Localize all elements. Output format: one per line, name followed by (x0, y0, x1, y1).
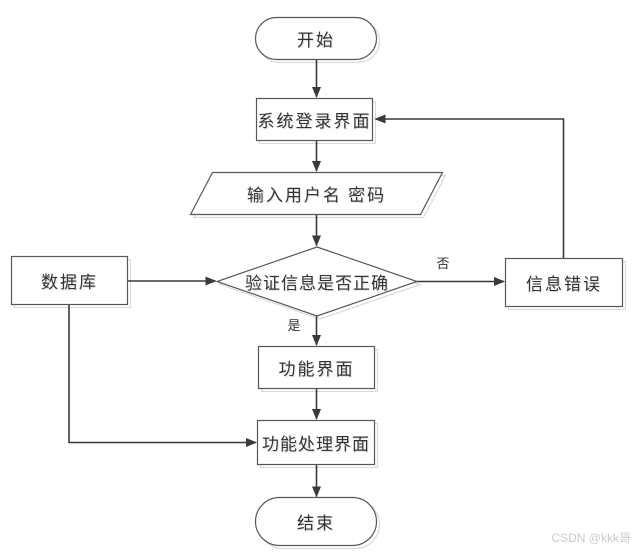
process-node-label: 功能处理界面 (262, 434, 370, 454)
process-node-shape (256, 419, 376, 466)
error-node-shape (504, 257, 624, 308)
decision-node-shape (215, 246, 419, 317)
error-node-label: 信息错误 (526, 275, 602, 294)
login-node-label: 系统登录界面 (257, 112, 372, 131)
end-node-label: 结束 (297, 514, 335, 533)
database-node-label: 数据库 (41, 273, 98, 292)
start-node-label: 开始 (297, 31, 335, 50)
database-node-shape (10, 255, 129, 306)
input-node-label: 输入用户名 密码 (246, 186, 387, 205)
edge-error-login (374, 114, 565, 258)
function-node-label: 功能界面 (278, 359, 355, 379)
no-branch-label: 否 (436, 255, 450, 271)
yes-branch-label: 是 (287, 317, 301, 333)
input-node-shape (189, 171, 444, 216)
connectors (68, 60, 565, 498)
login-node-shape (255, 97, 374, 142)
start-node-shape (254, 16, 378, 61)
decision-node-label: 验证信息是否正确 (245, 274, 389, 293)
function-node-shape (257, 345, 376, 390)
end-node-shape (254, 496, 378, 547)
edge-database-process (68, 305, 257, 447)
csdn-watermark: CSDN @kkk哥 (551, 530, 631, 545)
node-shapes (10, 16, 624, 547)
